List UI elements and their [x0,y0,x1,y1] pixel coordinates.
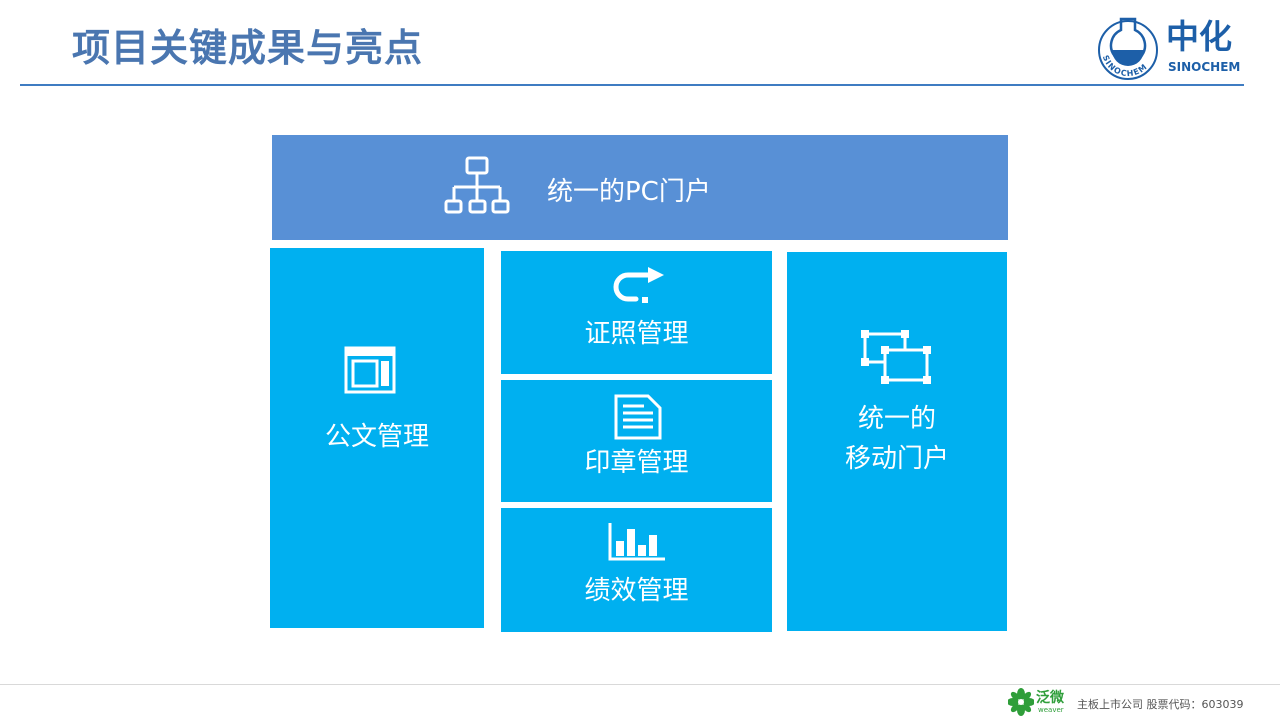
tile-performance-management[interactable]: 绩效管理 [501,508,772,632]
footer-brand-en: weaver [1038,706,1064,714]
sinochem-logo: SINOCHEM 中化 SINOCHEM [1094,14,1244,80]
tile-seal-management-label: 印章管理 [584,448,689,478]
footer-brand: 泛微 [1036,690,1064,706]
tile-performance-management-label: 绩效管理 [584,576,689,606]
tile-seal-management[interactable]: 印章管理 [501,380,772,502]
title-divider [20,84,1244,86]
page-title: 项目关键成果与亮点 [72,26,424,70]
tile-mobile-portal-label-line2: 移动门户 [844,444,949,474]
flask-logo-icon: SINOCHEM [1098,17,1158,80]
tile-mobile-portal[interactable]: 统一的 移动门户 [787,252,1007,631]
weaver-flower-icon [1008,688,1034,716]
tile-pc-portal[interactable]: 统一的PC门户 [272,135,1008,240]
tile-document-management[interactable]: 公文管理 [270,248,484,628]
window-layout-icon [344,346,396,394]
org-chart-icon [444,156,510,214]
tile-document-management-label: 公文管理 [324,422,429,452]
tile-certificate-management[interactable]: 证照管理 [501,251,772,374]
tile-pc-portal-label: 统一的PC门户 [547,177,711,207]
screens-icon [861,330,931,384]
weaver-logo: 泛微 weaver [1008,688,1070,718]
logo-name-cn: 中化 [1166,17,1232,56]
logo-name-en: SINOCHEM [1168,60,1241,74]
redo-arrow-icon [613,267,664,303]
footer-stock-info: 主板上市公司 股票代码：603039 [1077,698,1244,711]
document-lines-icon [614,394,662,440]
tile-certificate-management-label: 证照管理 [584,319,689,349]
footer-divider [0,684,1280,685]
bar-chart-icon [608,523,665,561]
tile-mobile-portal-label-line1: 统一的 [857,404,936,434]
